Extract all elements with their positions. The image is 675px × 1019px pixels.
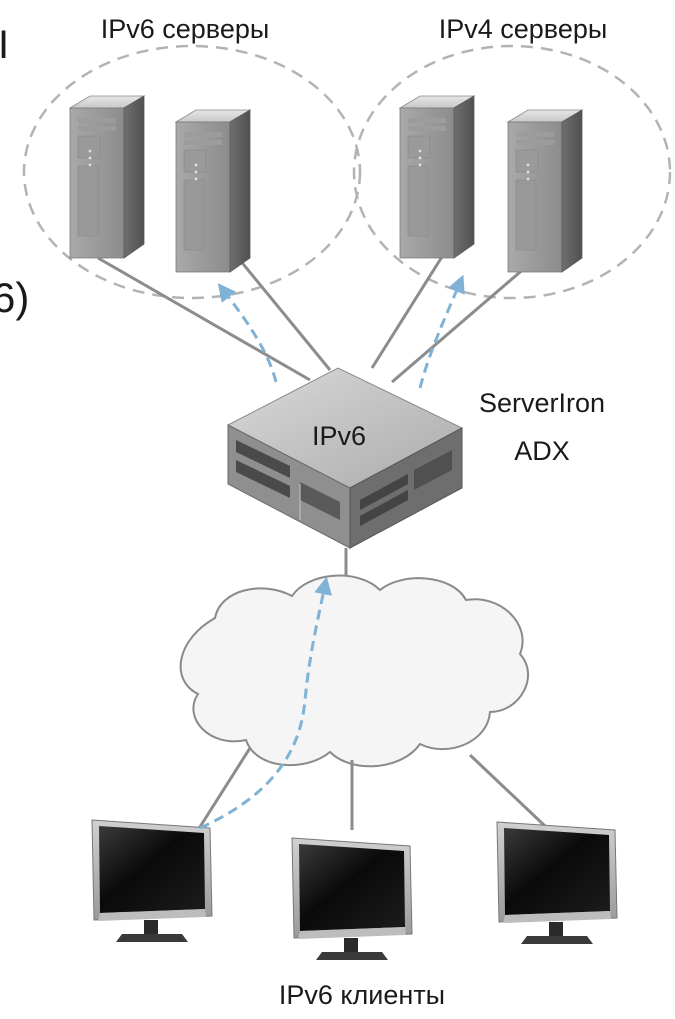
cropped-text-mid: 6) <box>0 274 29 321</box>
link-cloud-client-1 <box>196 747 252 831</box>
adx-name-line2: ADX <box>514 436 570 466</box>
flow-client-to-adx <box>199 576 333 830</box>
ipv6-client-2 <box>291 837 413 961</box>
link-adx-ipv6-server-2 <box>228 247 332 371</box>
link-adx-ipv6-server-1 <box>97 256 311 382</box>
link-cloud-client-3 <box>468 753 547 828</box>
ipv6-clients-label: IPv6 клиенты <box>279 980 445 1010</box>
ipv4-server-1 <box>399 95 475 259</box>
ipv4-server-2 <box>507 109 583 273</box>
server-links <box>97 246 549 384</box>
ipv6-server-group-outline <box>22 44 362 300</box>
ipv6-servers-label: IPv6 серверы <box>101 14 270 44</box>
ipv6-client-3 <box>496 821 618 945</box>
network-cloud <box>179 574 530 768</box>
traffic-flow <box>199 274 465 830</box>
cropped-text-top: I <box>0 23 9 67</box>
adx-name-line1: ServerIron <box>479 388 605 418</box>
adx-protocol-label: IPv6 <box>312 421 366 451</box>
ipv4-server-group-outline <box>352 44 672 300</box>
ipv4-servers-label: IPv4 серверы <box>439 14 608 44</box>
serveriron-adx-device <box>226 367 464 549</box>
ipv6-client-1 <box>91 819 213 943</box>
client-links <box>196 747 547 831</box>
ipv6-server-2 <box>175 109 251 273</box>
flow-adx-to-ipv6-servers <box>217 283 278 383</box>
ipv6-server-1 <box>69 95 145 259</box>
flow-adx-to-ipv4-servers <box>418 274 465 389</box>
link-adx-ipv4-server-1 <box>370 251 447 369</box>
